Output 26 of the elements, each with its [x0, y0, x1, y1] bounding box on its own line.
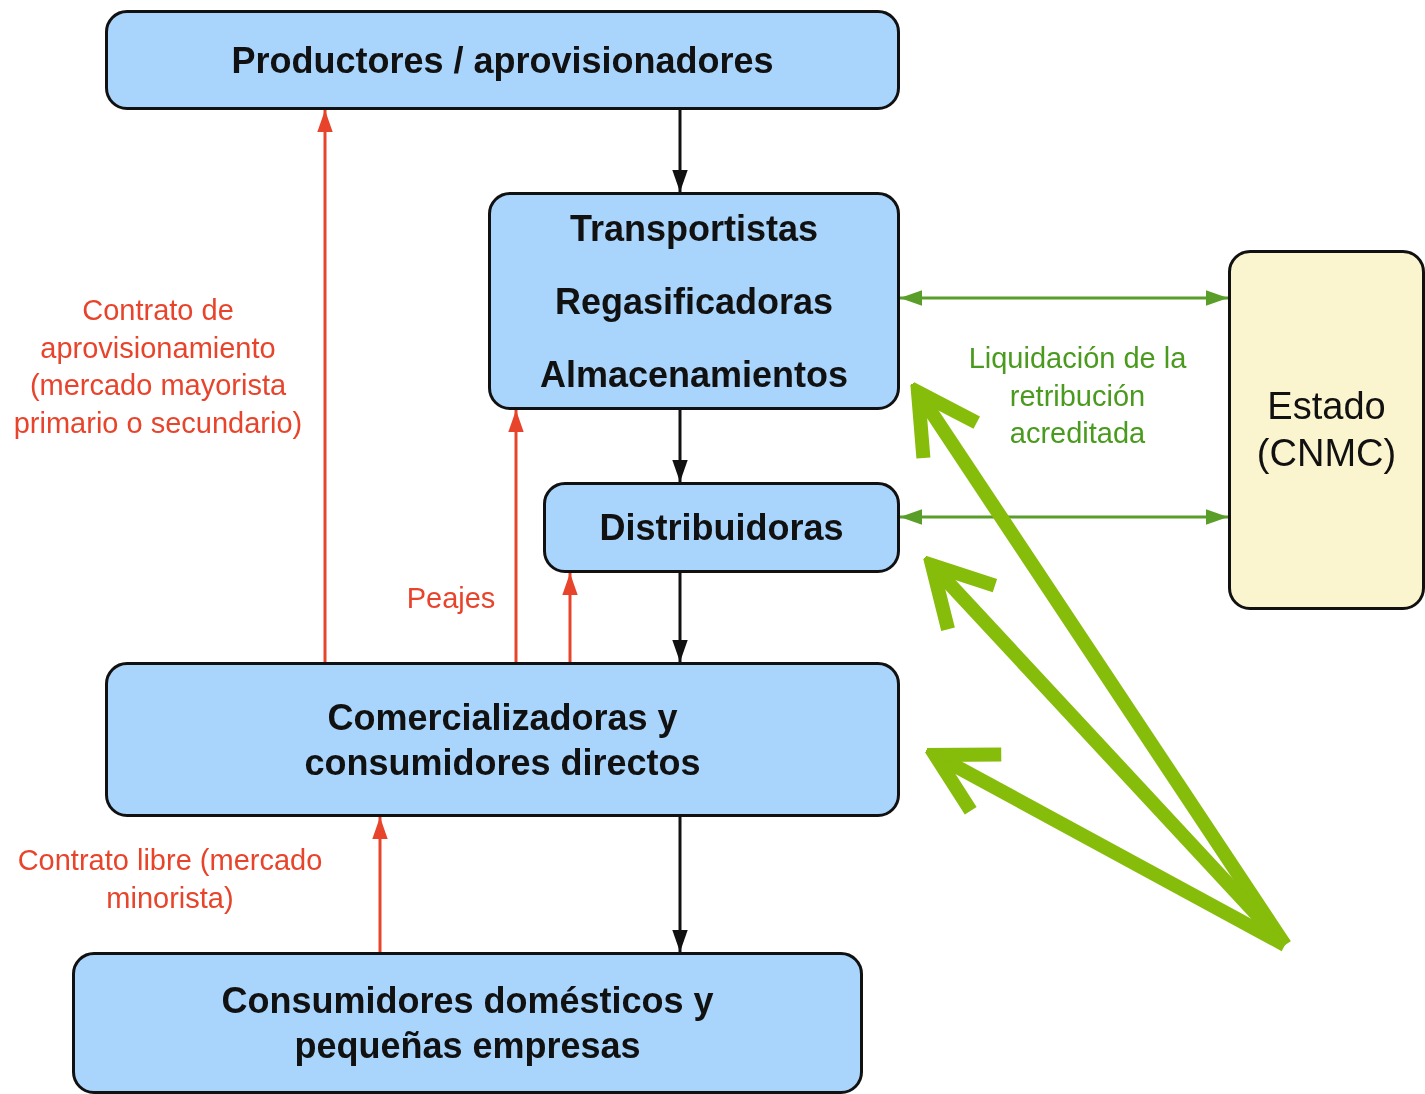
node-text: Almacenamientos — [539, 352, 849, 397]
arrow — [562, 573, 578, 662]
authority-box — [1228, 250, 1425, 610]
arrow — [672, 110, 688, 192]
thick-arrow — [928, 747, 1289, 952]
arrow — [672, 573, 688, 662]
node-text: Consumidores domésticos y pequeñas empresas — [220, 979, 715, 1068]
node-text: Estado (CNMC) — [1255, 383, 1398, 476]
process-box — [72, 952, 863, 1094]
arrow — [508, 410, 524, 662]
process-box — [488, 192, 900, 410]
arrow — [672, 817, 688, 952]
node-text: Transportistas — [569, 206, 819, 251]
node-text: Productores / aprovisionadores — [231, 38, 774, 83]
node-text: Regasificadoras — [554, 279, 834, 324]
arrow — [900, 509, 1228, 525]
annotation-text: Liquidación de la retribución acreditada — [967, 341, 1188, 452]
process-box — [105, 10, 900, 110]
arrow — [672, 410, 688, 482]
arrow — [900, 290, 1228, 306]
node-text: Distribuidoras — [599, 506, 844, 550]
process-box — [543, 482, 900, 573]
process-box — [105, 662, 900, 817]
node-text: Comercializadoras y consumidores directos — [303, 695, 702, 785]
arrow — [372, 817, 388, 952]
arrow — [317, 110, 333, 662]
